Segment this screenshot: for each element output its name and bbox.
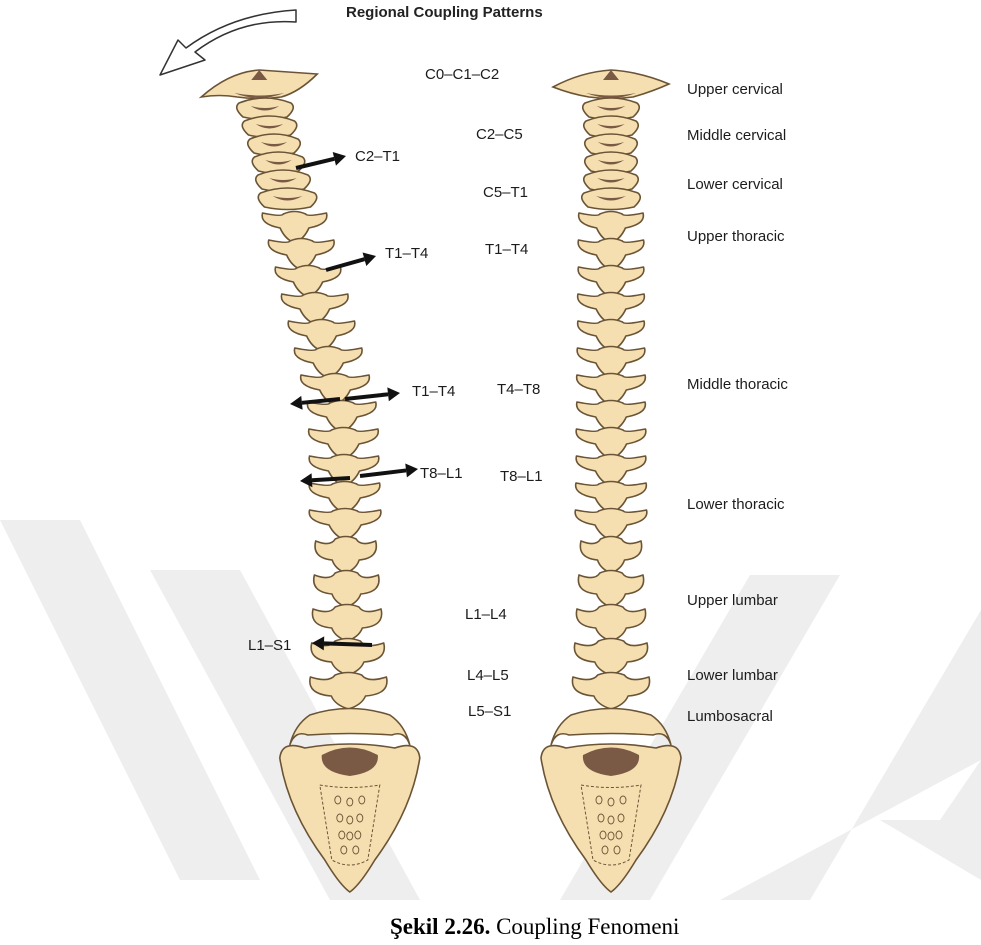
left-atlas bbox=[201, 70, 317, 99]
left-vertebra-9 bbox=[281, 293, 348, 325]
left-vertebra-19 bbox=[314, 571, 379, 608]
rotation-arrow-icon bbox=[160, 10, 296, 75]
diagram-title: Regional Coupling Patterns bbox=[346, 4, 543, 21]
region-label-5: Lower thoracic bbox=[687, 496, 785, 514]
region-label-6: Upper lumbar bbox=[687, 592, 778, 610]
arrow-t8-l1-left-head bbox=[300, 473, 312, 487]
arrow-t1-t4-lower-right-shaft bbox=[345, 394, 388, 399]
region-label-8: Lumbosacral bbox=[687, 708, 773, 726]
arrow-t8-l1-right-shaft bbox=[360, 470, 406, 476]
segment-label-2: C5–T1 bbox=[483, 184, 528, 202]
left-vertebra-22 bbox=[310, 673, 387, 710]
segment-label-5: T8–L1 bbox=[500, 468, 543, 486]
figure-caption: Şekil 2.26. Coupling Fenomeni bbox=[390, 914, 679, 940]
segment-label-7: L4–L5 bbox=[467, 667, 509, 685]
arrow-t1-t4-upper-shaft bbox=[326, 259, 364, 270]
region-label-1: Middle cervical bbox=[687, 127, 786, 145]
arrow-t1-t4-lower-right-head bbox=[387, 387, 400, 401]
segment-label-0: C0–C1–C2 bbox=[425, 66, 499, 84]
segment-label-8: L5–S1 bbox=[468, 703, 511, 721]
right-l5-s1-joint bbox=[551, 709, 671, 746]
arrow-l1-s1-shaft bbox=[324, 643, 372, 645]
region-label-7: Lower lumbar bbox=[687, 667, 778, 685]
arrow-t1-t4-upper-head bbox=[363, 252, 376, 265]
right-vertebra-22 bbox=[572, 673, 649, 710]
left-label-l1-s1: L1–S1 bbox=[248, 637, 291, 655]
left-vertebra-6 bbox=[262, 212, 327, 244]
left-label-t8-l1: T8–L1 bbox=[420, 465, 463, 483]
right-vertebra-21 bbox=[574, 639, 647, 676]
left-vertebra-20 bbox=[312, 605, 381, 642]
left-sacrum bbox=[280, 709, 420, 893]
right-spine-neutral bbox=[541, 70, 681, 892]
arrow-c2-t1-head bbox=[333, 152, 346, 166]
arrow-t1-t4-upper bbox=[326, 252, 376, 270]
right-vertebra-19 bbox=[578, 571, 643, 608]
right-vertebra-20 bbox=[576, 605, 645, 642]
left-vertebra-18 bbox=[315, 537, 376, 574]
right-atlas bbox=[553, 70, 669, 99]
arrow-t8-l1-left-shaft bbox=[312, 478, 350, 480]
region-label-0: Upper cervical bbox=[687, 81, 783, 99]
region-label-2: Lower cervical bbox=[687, 176, 783, 194]
left-vertebra-7 bbox=[268, 239, 334, 271]
caption-text: Coupling Fenomeni bbox=[496, 914, 679, 939]
left-vertebra-11 bbox=[294, 347, 362, 379]
left-vertebra-10 bbox=[288, 320, 355, 352]
rotation-arrow-shape bbox=[160, 10, 296, 75]
segment-label-4: T4–T8 bbox=[497, 381, 540, 399]
arrow-t1-t4-lower-left-head bbox=[290, 396, 303, 410]
right-vertebra-17 bbox=[575, 509, 647, 541]
right-sacrum bbox=[541, 709, 681, 893]
left-vertebra-17 bbox=[309, 509, 381, 541]
left-label-t1-t4-upper: T1–T4 bbox=[385, 245, 428, 263]
left-label-c2-t1: C2–T1 bbox=[355, 148, 400, 166]
right-vertebra-18 bbox=[580, 537, 641, 574]
left-l5-s1-joint bbox=[290, 709, 410, 746]
segment-label-3: T1–T4 bbox=[485, 241, 528, 259]
segment-label-6: L1–L4 bbox=[465, 606, 507, 624]
left-label-t1-t4-lower: T1–T4 bbox=[412, 383, 455, 401]
caption-number: Şekil 2.26. bbox=[390, 914, 490, 939]
region-label-4: Middle thoracic bbox=[687, 376, 788, 394]
region-label-3: Upper thoracic bbox=[687, 228, 785, 246]
arrow-t8-l1-right-head bbox=[405, 463, 418, 477]
segment-label-1: C2–C5 bbox=[476, 126, 523, 144]
